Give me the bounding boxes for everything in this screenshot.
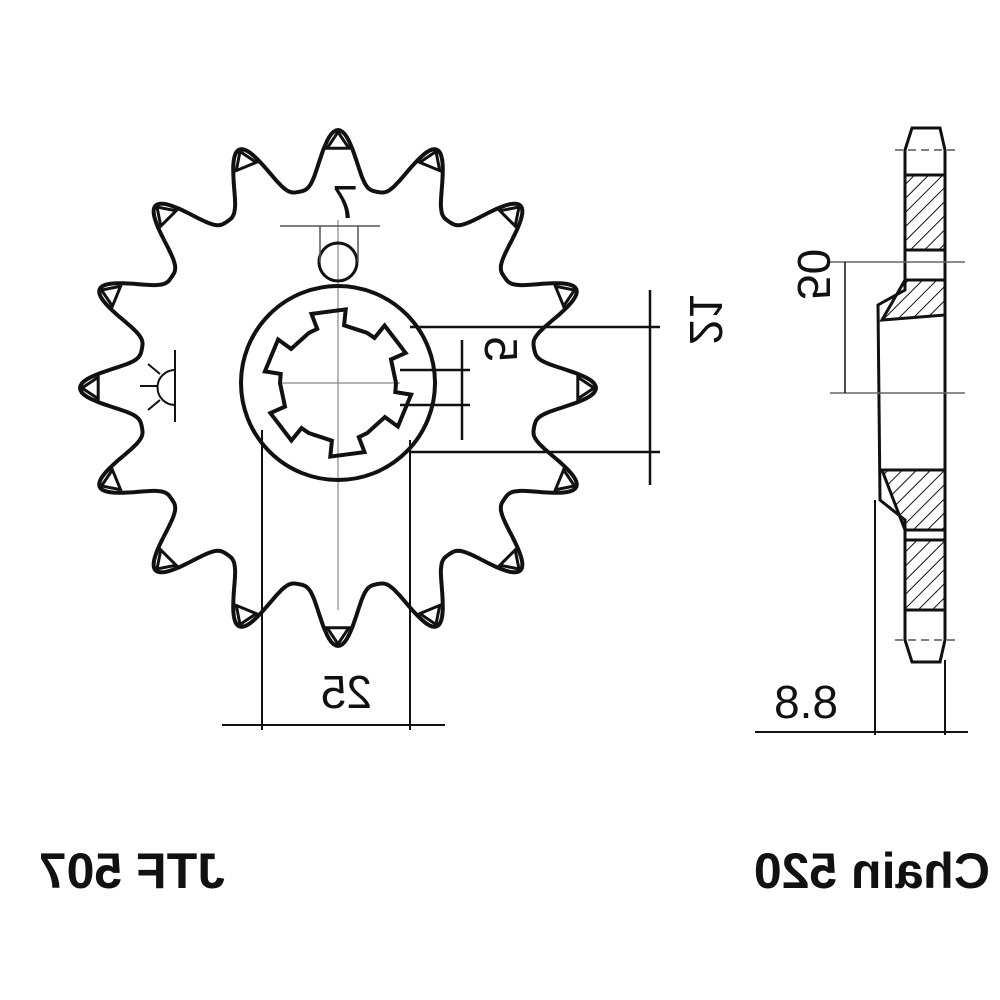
tooth-tip [416,148,442,174]
label-outer-spline: 21 [680,294,732,345]
label-slot: 5 [475,336,527,362]
tooth-tip [155,546,180,571]
tooth-tip [98,466,124,492]
label-thickness: 8.8 [774,676,838,728]
tooth-tip [416,602,442,628]
tooth-tip [552,466,578,492]
tooth-tip [234,602,260,628]
side-view [755,126,968,735]
hub-circle [239,284,437,482]
center-lines [280,220,400,610]
tooth-tip [79,374,100,402]
tooth-tip [576,374,597,402]
label-spline-width: 25 [321,666,372,718]
tooth-tip [552,284,578,310]
tooth-tip [324,626,352,647]
tooth-tip [324,129,352,150]
dim-hole-offset [280,225,380,262]
tooth-tips [79,129,597,647]
tooth-tip [496,205,521,230]
part-number: JTF 507 [39,843,225,899]
tooth-tip [155,205,180,230]
spline-bore [262,307,414,459]
label-side-bore: 50 [788,249,840,300]
tooth-tip [234,148,260,174]
sun-symbol-icon [140,350,176,422]
dim-outer-spline [400,290,660,485]
mounting-hole [317,241,359,283]
dim-spline-width [222,430,445,730]
label-hole-offset: 7 [332,176,358,228]
chain-size: Chain 520 [754,843,990,899]
tooth-tip [496,546,521,571]
tooth-tip [98,284,124,310]
